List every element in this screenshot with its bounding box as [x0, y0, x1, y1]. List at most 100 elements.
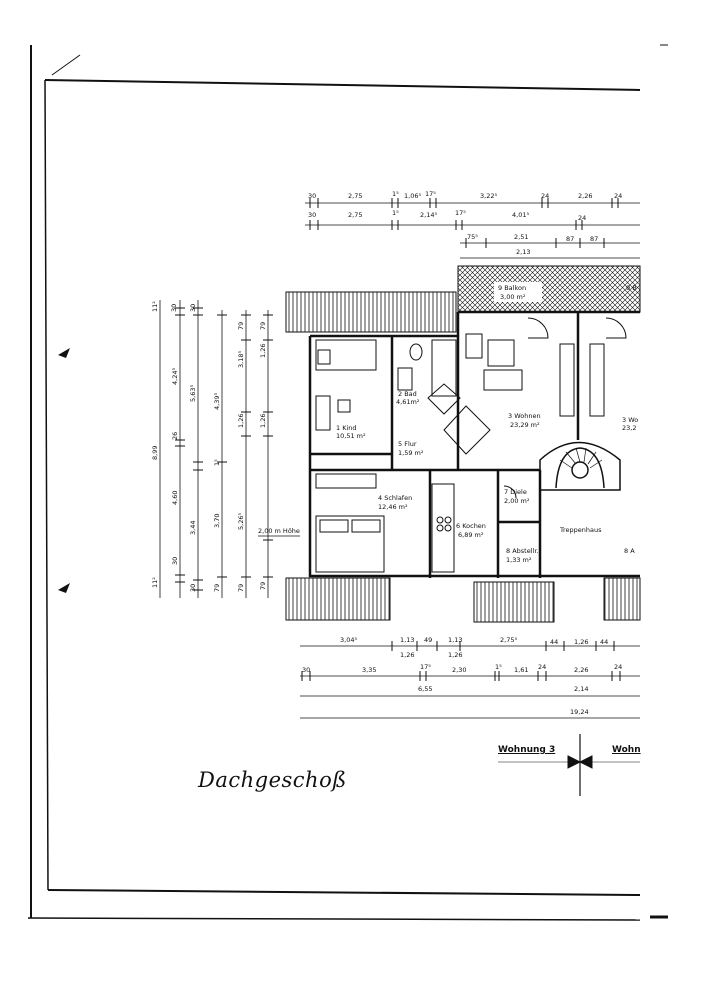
- dim-label: 30: [170, 304, 178, 312]
- dim-label: 3,22⁵: [480, 192, 497, 200]
- dim-label: 4,39⁵: [213, 393, 221, 410]
- room-area-diele: 2,00 m²: [504, 497, 530, 505]
- dim-label: 79: [259, 322, 267, 330]
- dim-label: 2,75⁵: [500, 636, 517, 644]
- dim-label: 1,06⁵: [404, 192, 421, 200]
- room-area-wohnen-2: 23,2: [622, 424, 636, 432]
- dim-label: 3,44: [189, 521, 197, 535]
- dim-label: 75⁵: [467, 233, 478, 241]
- unit-label-left: Wohnung 3: [498, 745, 556, 755]
- dim-label: 2,26: [574, 666, 588, 674]
- dim-label: 1⁵: [392, 190, 399, 198]
- dim-label: 30: [308, 211, 316, 219]
- dim-label: 24: [614, 192, 622, 200]
- bottom-dimension-labels: 3,04⁵ 1,13 49 1,13 2,75⁵ 44 1,26 44 1,26…: [302, 636, 622, 716]
- room-area-bad: 4,61m²: [396, 398, 420, 406]
- dim-label: 1⁵: [495, 663, 502, 671]
- dim-label: 1,26: [259, 414, 267, 428]
- dim-label: 79: [237, 322, 245, 330]
- dim-label: 17⁵: [420, 663, 431, 671]
- room-name-schlafen: 4 Schlafen: [378, 494, 412, 502]
- dim-label: 4,60: [171, 491, 179, 505]
- dim-label: 6,55: [418, 685, 432, 693]
- drawing-frame: [27, 44, 668, 921]
- dim-label: 1⁵: [392, 209, 399, 217]
- dim-label: 1,26: [237, 414, 245, 428]
- dim-label: 79: [259, 582, 267, 590]
- dim-label: 1,26: [400, 651, 414, 659]
- top-dimension-lines: [305, 198, 640, 259]
- room-name-abstell: 8 Abstellr.: [506, 547, 538, 555]
- room-name-kochen: 6 Kochen: [456, 522, 486, 530]
- floor-caption: Dachgeschoß: [198, 768, 347, 792]
- dim-label: 5,63⁵: [189, 385, 197, 402]
- dim-label: 17⁵: [425, 190, 436, 198]
- dim-label: 2,75: [348, 192, 362, 200]
- room-area-schlafen: 12,46 m²: [378, 503, 408, 511]
- room-area-balkon: 3,00 m²: [500, 293, 526, 301]
- dim-label: 1,26: [448, 651, 462, 659]
- dim-label: 3,04⁵: [340, 636, 357, 644]
- dim-label: 30: [302, 666, 310, 674]
- dim-label: 24: [614, 663, 622, 671]
- dim-label: 2,75: [348, 211, 362, 219]
- furniture: [315, 317, 627, 573]
- room-name-bad: 2 Bad: [398, 390, 417, 398]
- dim-label: 2,13: [516, 248, 530, 256]
- room-name-flur: 5 Flur: [398, 440, 417, 448]
- walls: [308, 310, 640, 578]
- dim-label: 30: [171, 557, 179, 565]
- dim-label: 30: [189, 304, 197, 312]
- dim-label: 49: [424, 636, 432, 644]
- room-area-kochen: 6,89 m²: [458, 531, 484, 539]
- room-name-balkon: 9 Balkon: [498, 284, 526, 292]
- dim-label: 30: [189, 584, 197, 592]
- room-name-diele: 7 Diele: [504, 488, 527, 496]
- room-name-kind: 1 Kind: [336, 424, 357, 432]
- section-divider-marker: [498, 734, 640, 796]
- dim-label: 24: [578, 214, 586, 222]
- left-dimension-labels: 8,99 11² 4,24⁵ 26 4,60 30 11² 30 5,63⁵ 3…: [151, 301, 300, 592]
- dim-label: 2,14: [574, 685, 588, 693]
- room-area-flur: 1,59 m²: [398, 449, 424, 457]
- dim-label: 19,24: [570, 708, 589, 716]
- dim-label: 87: [590, 235, 598, 243]
- bottom-dimension-lines: [300, 641, 640, 719]
- room-name-treppenhaus: Treppenhaus: [559, 526, 602, 534]
- dim-label: 3,35: [362, 666, 376, 674]
- dim-label: 17⁵: [455, 209, 466, 217]
- dim-label: 26: [171, 432, 179, 440]
- dim-label: 79: [213, 584, 221, 592]
- room-area-kind: 10,51 m²: [336, 432, 366, 440]
- balcony-hatched: [457, 265, 641, 313]
- room-name-wohnen-2: 3 Wo: [622, 416, 638, 424]
- dim-label: 79: [237, 584, 245, 592]
- height-note: 2,00 m Höhe: [258, 527, 300, 535]
- dim-label: 44: [600, 638, 608, 646]
- dim-label: 1,26: [574, 638, 588, 646]
- margin-markers: [58, 348, 70, 593]
- dim-label: 4,24⁵: [171, 368, 179, 385]
- room-area-wohnen: 23,29 m²: [510, 421, 540, 429]
- dim-label: 4,01⁵: [512, 211, 529, 219]
- dim-label: 1⁵: [213, 459, 221, 466]
- dim-label: 11²: [151, 301, 159, 312]
- dim-label: 2,14⁵: [420, 211, 437, 219]
- dim-label: 44: [550, 638, 558, 646]
- dim-label: 1,13: [400, 636, 414, 644]
- staircase: [539, 441, 621, 491]
- room-labels: 1 Kind 10,51 m² 2 Bad 4,61m² 3 Wohnen 23…: [336, 284, 638, 564]
- dormer-railings: [285, 291, 641, 623]
- room-area-abstell: 1,33 m²: [506, 556, 532, 564]
- room-name-balkon-2: 9 B: [626, 284, 637, 292]
- dim-label: 3,18⁵: [237, 351, 245, 368]
- dim-label: 24: [541, 192, 549, 200]
- dim-label: 2,51: [514, 233, 528, 241]
- room-name-wohnen: 3 Wohnen: [508, 412, 541, 420]
- dim-label: 87: [566, 235, 574, 243]
- dim-label: 1,26: [259, 344, 267, 358]
- dim-label: 30: [308, 192, 316, 200]
- dim-label: 11²: [151, 577, 159, 588]
- dim-label: 1,61: [514, 666, 528, 674]
